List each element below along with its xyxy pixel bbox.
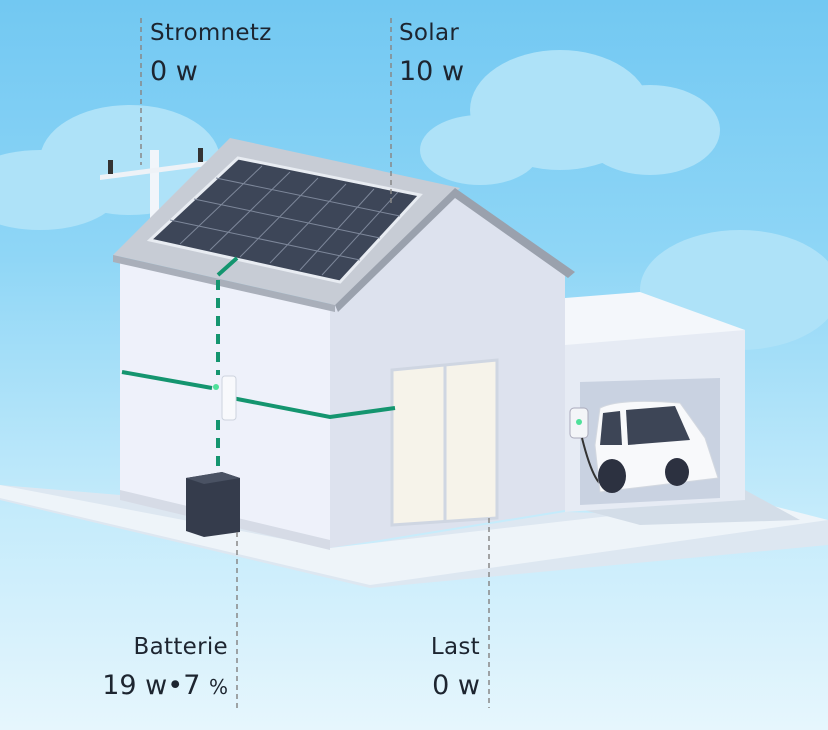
battery-percent: 7 xyxy=(183,670,201,701)
load-value: 0 w xyxy=(432,670,480,701)
battery-reading: Batterie 19 w•7 % xyxy=(102,634,228,701)
grid-label: Stromnetz xyxy=(150,20,272,46)
grid-reading: Stromnetz 0 w xyxy=(150,20,272,87)
grid-value: 0 w xyxy=(150,56,198,87)
load-label: Last xyxy=(430,634,480,660)
battery-value: 19 w•7 % xyxy=(102,670,228,701)
inverter xyxy=(221,375,237,421)
solar-panel xyxy=(146,156,423,284)
energy-flow-lines xyxy=(121,256,396,478)
leader-lines xyxy=(140,18,490,712)
percent-unit: % xyxy=(208,675,228,699)
load-reading: Last 0 w xyxy=(431,634,480,701)
electric-car xyxy=(594,400,719,493)
battery-unit xyxy=(186,472,240,537)
battery-label: Batterie xyxy=(133,634,228,660)
solar-reading: Solar 10 w xyxy=(399,20,464,87)
separator-dot: • xyxy=(167,670,184,701)
clouds xyxy=(0,50,828,350)
utility-pole xyxy=(100,148,215,225)
solar-value: 10 w xyxy=(399,56,465,87)
battery-power: 19 w xyxy=(102,670,168,701)
ground-plate xyxy=(0,485,828,588)
solar-label: Solar xyxy=(399,20,460,46)
